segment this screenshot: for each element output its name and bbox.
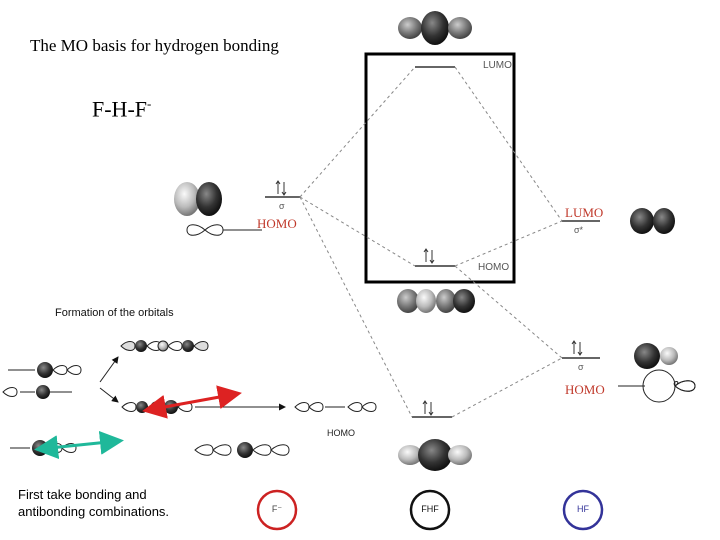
right-lumo-label: LUMO	[565, 205, 604, 220]
legend-label-hf: HF	[577, 504, 589, 514]
fhf-lumo-orbital-icon	[398, 11, 472, 45]
legend-circle-fhf	[409, 489, 451, 531]
right-homo-label: HOMO	[565, 382, 605, 397]
f-minus-sigma-label: σ	[279, 201, 285, 211]
legend-label-f-minus: F⁻	[271, 504, 283, 514]
small-homo-label: HOMO	[327, 428, 355, 438]
formula: F-H-F-	[92, 96, 151, 122]
fhf-homo-orbital-icon	[397, 289, 475, 313]
formula-charge: -	[147, 96, 152, 111]
fhf-homo-label: HOMO	[478, 262, 510, 273]
hf-p-orbital-icon	[618, 369, 696, 403]
fhf-lumo-label: LUMO	[483, 60, 512, 71]
legend	[256, 489, 604, 531]
formation-label: Formation of the orbitals	[55, 307, 174, 319]
legend-circle-f-minus	[256, 489, 298, 531]
formation-schematic	[2, 340, 377, 458]
red-double-arrow	[142, 385, 242, 419]
fhf-bonding-orbital-icon	[398, 439, 472, 471]
left-homo-label: HOMO	[257, 216, 297, 231]
note-line-2: antibonding combinations.	[18, 504, 170, 519]
formula-base: F-H-F	[92, 96, 148, 122]
legend-label-fhf: FHF	[421, 504, 439, 514]
teal-double-arrow	[34, 430, 124, 460]
legend-circle-hf	[562, 489, 604, 531]
hf-lumo-orbital-icon	[630, 208, 675, 234]
electron-arrows	[275, 180, 583, 416]
f-minus-p-orbital-icon	[186, 224, 262, 236]
hf-sigma-star-label: σ*	[574, 225, 584, 235]
note-line-1: First take bonding and	[18, 487, 147, 502]
hf-sigma-label: σ	[578, 362, 584, 372]
hf-homo-orbital-icon	[634, 343, 678, 369]
f-minus-orbital-icon	[174, 182, 222, 216]
page-title: The MO basis for hydrogen bonding	[30, 36, 279, 55]
highlight-box	[364, 52, 516, 284]
correlation-lines	[299, 66, 563, 418]
note-text: First take bonding and antibonding combi…	[18, 486, 169, 520]
